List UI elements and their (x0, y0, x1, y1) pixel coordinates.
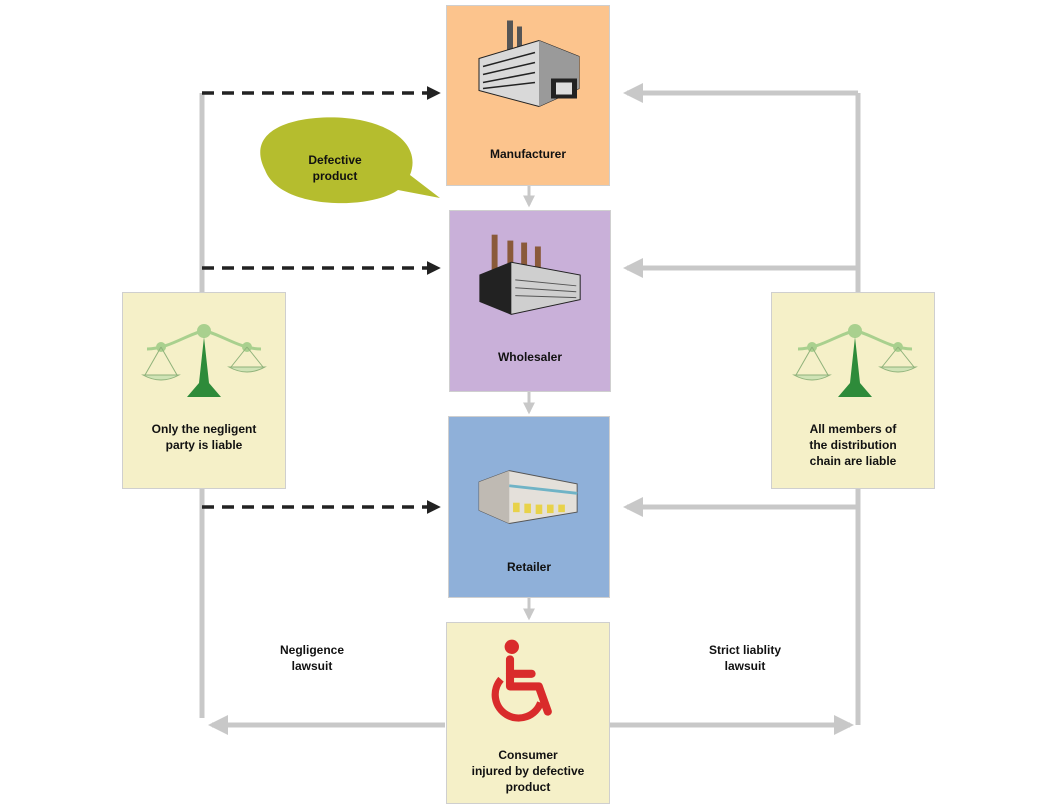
defective-product-callout (260, 117, 440, 204)
wholesaler-node: Wholesaler (449, 210, 611, 392)
negligence-lawsuit-line2: lawsuit (291, 659, 333, 673)
negligence-connector (199, 93, 445, 735)
wholesaler-label: Wholesaler (497, 350, 563, 364)
callout-text-line1: Defective (308, 153, 362, 167)
consumer-label-line2: injured by defective (471, 764, 585, 778)
consumer-label-line3: product (505, 780, 551, 794)
factory-smokestacks-icon (479, 234, 581, 315)
strict-lawsuit-line2: lawsuit (724, 659, 766, 673)
strict-liability-panel-line2: the distribution (809, 438, 897, 452)
negligence-panel-line2: party is liable (165, 438, 243, 452)
scales-of-justice-icon (141, 324, 267, 397)
consumer-node: Consumer injured by defective product (446, 622, 610, 804)
scales-of-justice-icon (792, 324, 918, 397)
strict-liability-panel: All members of the distribution chain ar… (771, 292, 935, 489)
consumer-label-line1: Consumer (498, 748, 558, 762)
manufacturer-node: Manufacturer (446, 5, 610, 186)
wheelchair-icon (491, 639, 552, 722)
strict-liability-panel-line3: chain are liable (809, 454, 897, 468)
store-building-icon (478, 470, 578, 524)
negligence-lawsuit-line1: Negligence (279, 643, 345, 657)
retailer-label: Retailer (506, 560, 552, 574)
manufacturer-label: Manufacturer (489, 147, 566, 161)
retailer-node: Retailer (448, 416, 610, 598)
strict-liability-panel-line1: All members of (809, 422, 897, 436)
strict-liability-connector (610, 83, 861, 735)
negligence-panel: Only the negligent party is liable (122, 292, 286, 489)
negligence-panel-line1: Only the negligent (151, 422, 257, 436)
factory-building-icon (478, 20, 580, 108)
callout-text-line2: product (312, 169, 358, 183)
strict-lawsuit-line1: Strict liablity (708, 643, 782, 657)
